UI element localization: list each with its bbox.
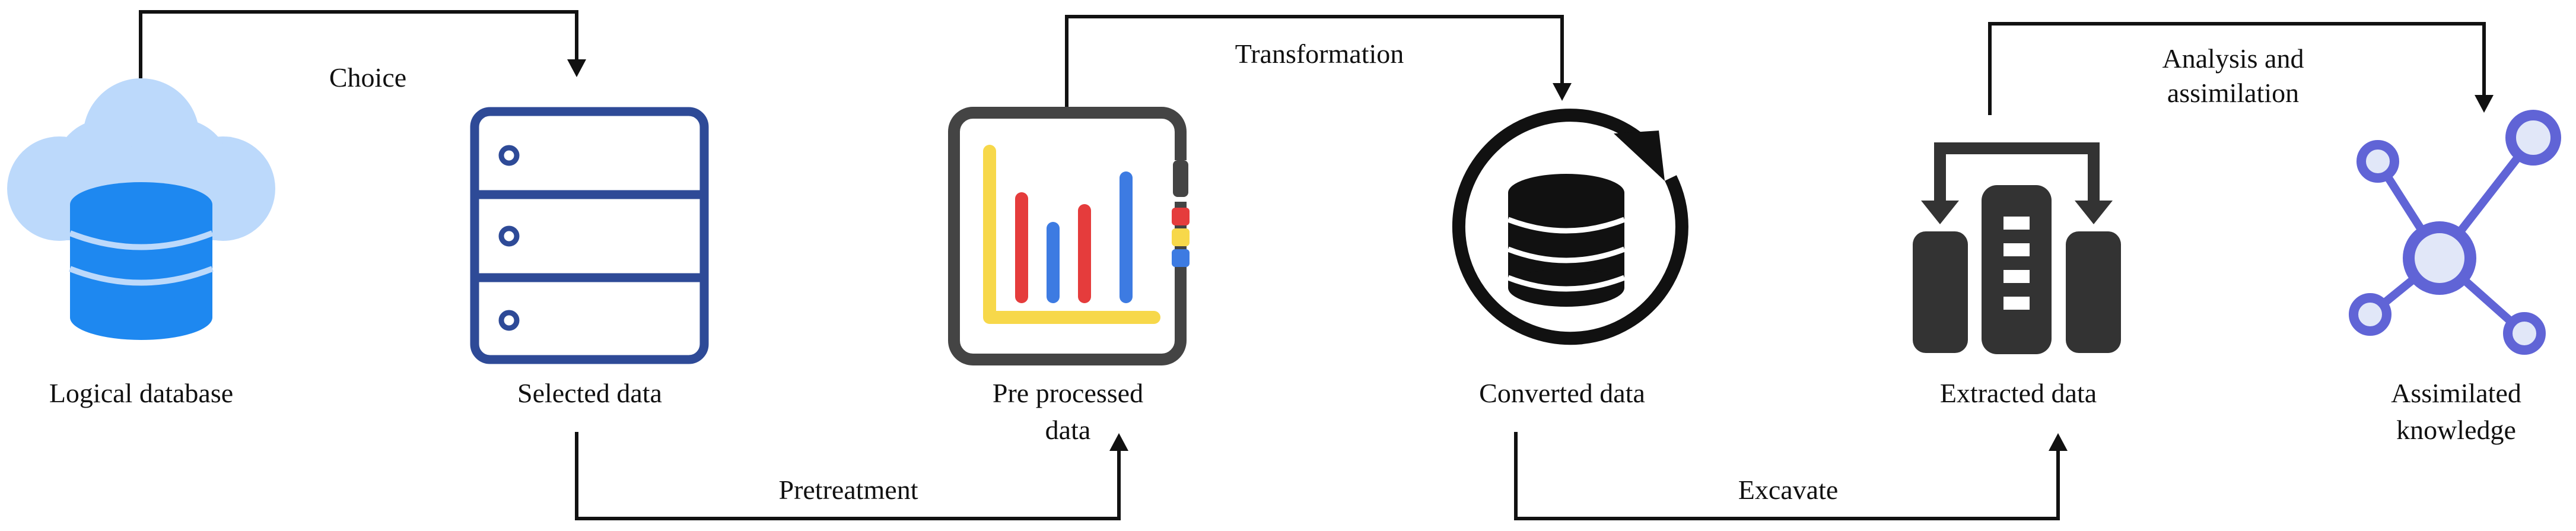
bar-chart-icon bbox=[948, 107, 1190, 365]
arrow-label-line: assimilation bbox=[2167, 78, 2300, 108]
node-label-extracted-data: Extracted data bbox=[1939, 378, 2097, 408]
database-refresh-icon bbox=[1452, 109, 1688, 345]
arrow-transformation bbox=[1065, 15, 1572, 108]
arrow-label-analysis-assimilation: Analysis and assimilation bbox=[2162, 42, 2304, 110]
node-label-logical-database: Logical database bbox=[49, 378, 234, 408]
node-label-converted-data: Converted data bbox=[1479, 378, 1645, 408]
node-label-pre-processed-data: Pre processed data bbox=[993, 375, 1143, 449]
arrow-label-line: Analysis and bbox=[2162, 43, 2304, 74]
arrow-label-excavate: Excavate bbox=[1738, 475, 1839, 505]
arrow-label-choice: Choice bbox=[329, 62, 407, 93]
node-label-line: knowledge bbox=[2396, 415, 2516, 445]
arrow-choice bbox=[139, 10, 586, 78]
node-label-assimilated-knowledge: Assimilated knowledge bbox=[2391, 375, 2521, 449]
network-hub-icon bbox=[2349, 110, 2561, 355]
arrow-excavate bbox=[1514, 432, 2068, 520]
node-label-selected-data: Selected data bbox=[517, 378, 662, 408]
server-rack-icon bbox=[470, 107, 709, 364]
cloud-database-icon bbox=[7, 78, 275, 340]
data-extraction-icon bbox=[1913, 142, 2121, 354]
node-label-line: data bbox=[1045, 415, 1091, 445]
arrow-pretreatment bbox=[575, 432, 1128, 520]
arrow-analysis-assimilation bbox=[1988, 22, 2494, 115]
node-label-line: Assimilated bbox=[2391, 378, 2521, 408]
arrow-label-pretreatment: Pretreatment bbox=[778, 475, 918, 505]
arrow-label-transformation: Transformation bbox=[1235, 39, 1404, 69]
node-label-line: Pre processed bbox=[992, 378, 1144, 408]
